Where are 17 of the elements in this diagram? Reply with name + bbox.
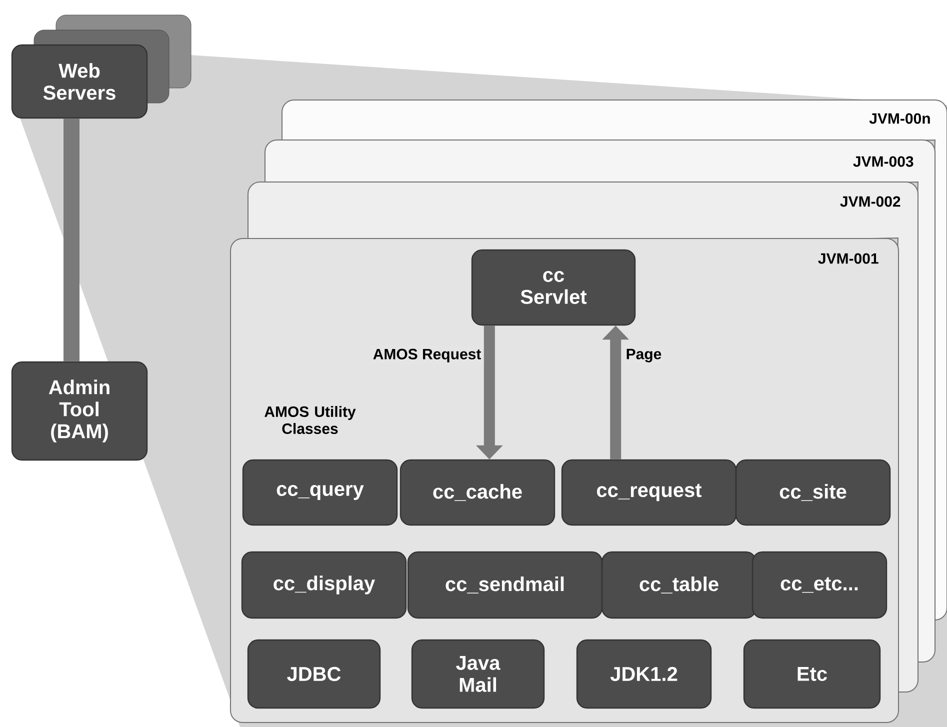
process-box: cc_cache (400, 459, 556, 526)
process-box: JDK1.2 (576, 639, 712, 709)
process-box: cc_site (735, 459, 891, 526)
edge-label: AMOS Request (370, 346, 484, 364)
process-box: cc_request (561, 459, 737, 526)
process-box: cc_etc... (752, 551, 888, 619)
process-box: cc_query (242, 459, 398, 526)
process-box: cc_sendmail (407, 551, 603, 619)
edge-label: Page (624, 346, 664, 364)
process-box: cc Servlet (471, 249, 636, 326)
process-box: JDBC (247, 639, 381, 709)
process-box: Etc (743, 639, 881, 709)
process-box: cc_display (241, 551, 407, 619)
process-box: Java Mail (411, 639, 545, 709)
process-box: cc_table (601, 551, 757, 619)
process-box: Admin Tool (BAM) (11, 361, 148, 461)
server-stack: Web Servers (11, 14, 192, 119)
